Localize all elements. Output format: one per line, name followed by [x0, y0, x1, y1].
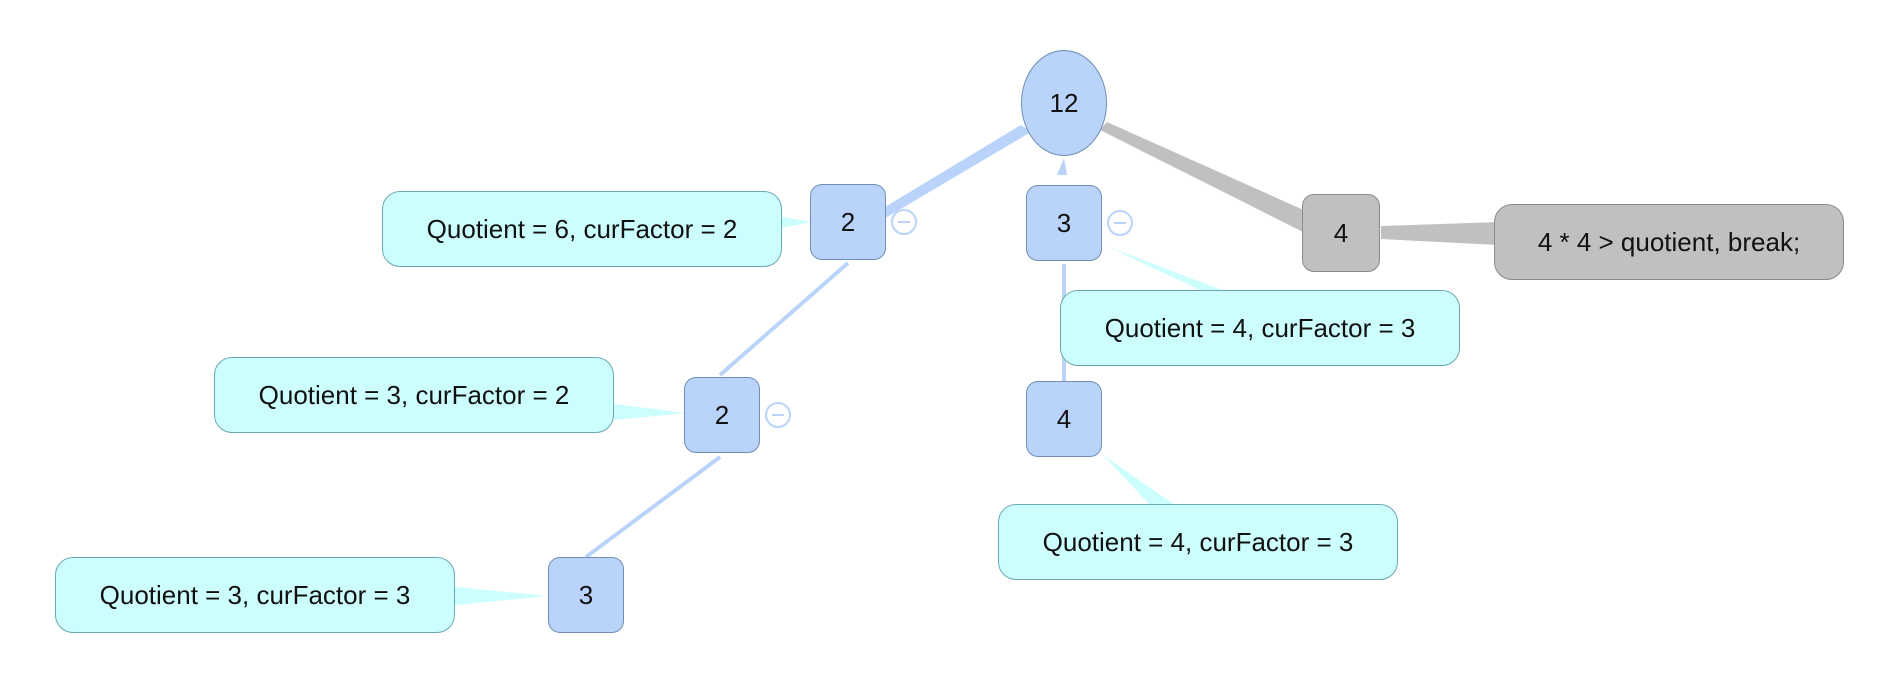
node-4b[interactable]: 4: [1302, 194, 1380, 272]
collapse-toggle-node-3a[interactable]: [1107, 210, 1133, 236]
note-node-2a[interactable]: Quotient = 6, curFactor = 2: [382, 191, 782, 267]
note-link-4a: [1103, 455, 1175, 505]
note-link-3b: [455, 587, 548, 605]
edge-root-to-node-2a: [875, 125, 1031, 220]
note-node-3a[interactable]: Quotient = 4, curFactor = 3: [1060, 290, 1460, 366]
note-node-3b[interactable]: Quotient = 3, curFactor = 3: [55, 557, 455, 633]
node-2a[interactable]: 2: [810, 184, 886, 260]
node-root[interactable]: 12: [1021, 50, 1107, 156]
note-link-4b: [1381, 222, 1498, 245]
note-node-4b[interactable]: 4 * 4 > quotient, break;: [1494, 204, 1844, 280]
edge-node-2b-to-node-3b: [584, 455, 722, 559]
note-node-2b[interactable]: Quotient = 3, curFactor = 2: [214, 357, 614, 433]
node-4a[interactable]: 4: [1026, 381, 1102, 457]
edge-root-to-node-3a: [1057, 158, 1067, 175]
edge-root-to-node-4b: [1100, 122, 1308, 232]
collapse-toggle-node-2b[interactable]: [765, 402, 791, 428]
collapse-toggle-node-2a[interactable]: [891, 209, 917, 235]
note-link-3a: [1106, 246, 1222, 290]
node-2b[interactable]: 2: [684, 377, 760, 453]
edge-node-2a-to-node-2b: [718, 261, 850, 377]
node-3b[interactable]: 3: [548, 557, 624, 633]
note-node-4a[interactable]: Quotient = 4, curFactor = 3: [998, 504, 1398, 580]
note-link-2a: [782, 217, 812, 228]
note-link-2b: [614, 404, 686, 420]
node-3a[interactable]: 3: [1026, 185, 1102, 261]
